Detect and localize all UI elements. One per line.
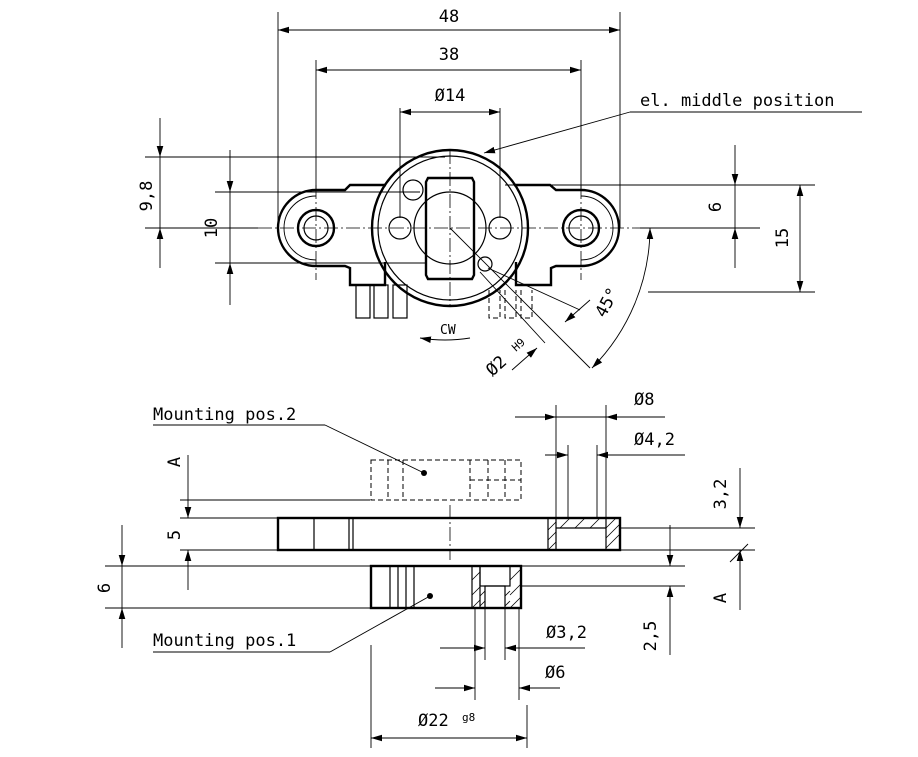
dim-d6-label: Ø6 [545,663,565,683]
dim-d2-tol-label: H9 [509,336,528,355]
el-middle-label: el. middle position [640,91,834,111]
mounting-pos-1-part [369,564,523,610]
dim-5-label: 5 [165,530,185,540]
mount2-label: Mounting pos.2 [153,405,296,425]
flange-side [276,505,622,560]
dim-45-label: 45° [592,284,624,321]
small-hole-upper [402,179,424,201]
dim-9-8-label: 9,8 [137,181,157,212]
terminals [355,284,408,319]
dim-48-label: 48 [439,7,459,27]
flange-outline [276,183,621,287]
flange-hatch [547,517,621,551]
dim-6-top-label: 6 [706,202,726,212]
terminals-rotated [488,290,533,319]
dim-10-label: 10 [202,218,222,238]
pin-hole [477,256,493,272]
dim-d3-2-label: Ø3,2 [546,623,587,643]
mounting-pos-2-part [370,459,522,501]
mount1-label: Mounting pos.1 [153,631,296,651]
lower-hatch [471,569,522,609]
top-view [258,148,640,369]
dim-d8-label: Ø8 [634,390,654,410]
dim-d22-label: Ø22 [418,711,449,731]
dim-2-5-label: 2,5 [641,621,661,652]
main-body-circle [370,148,530,308]
dim-d4-2-label: Ø4,2 [634,430,675,450]
cw-label: CW [440,323,456,338]
right-dimensions: 6 15 45° [505,145,815,369]
top-dimensions: 48 38 Ø14 el. middle position [277,7,862,228]
side-annotations: Mounting pos.2 Mounting pos.1 A 5 6 Ø8 [95,390,755,748]
dim-d22-tol-label: g8 [462,711,475,724]
dim-3-2-label: 3,2 [711,479,731,510]
rotor-slot [424,176,476,281]
dim-d14-label: Ø14 [435,86,466,106]
rotor-circle [413,191,487,265]
dim-a-top-label: A [165,457,185,467]
left-mounting-hole [296,208,336,248]
dim-6-side-label: 6 [95,583,115,593]
left-dimensions: 9,8 10 [137,118,445,305]
side-view [276,459,622,610]
dim-15-label: 15 [773,228,793,248]
dim-38-label: 38 [439,45,459,65]
dim-a-right-label: A [711,593,731,603]
dim-d2-label: Ø2 [482,352,511,381]
